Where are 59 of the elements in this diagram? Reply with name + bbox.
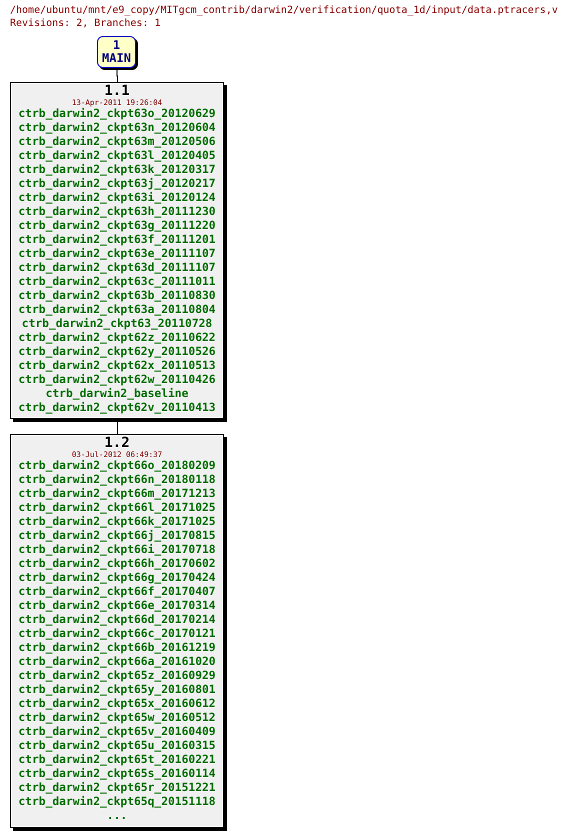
- tag-name: ctrb_darwin2_ckpt63i_20120124: [18, 191, 216, 205]
- tag-name: ctrb_darwin2_ckpt63j_20120217: [18, 177, 216, 191]
- tag-name: ctrb_darwin2_ckpt65x_20160612: [18, 697, 216, 711]
- tag-name: ctrb_darwin2_ckpt63a_20110804: [18, 303, 216, 317]
- tag-name: ctrb_darwin2_ckpt66l_20171025: [18, 501, 216, 515]
- tag-name: ctrb_darwin2_ckpt63d_20111107: [18, 261, 216, 275]
- tag-name: ctrb_darwin2_ckpt62w_20110426: [18, 373, 216, 387]
- tag-name: ctrb_darwin2_ckpt63b_20110830: [18, 289, 216, 303]
- tag-name: ctrb_darwin2_ckpt66j_20170815: [18, 529, 216, 543]
- tag-name: ctrb_darwin2_ckpt66i_20170718: [18, 543, 216, 557]
- tag-name: ctrb_darwin2_ckpt66a_20161020: [18, 655, 216, 669]
- branch-name: MAIN: [102, 52, 131, 65]
- tag-name: ctrb_darwin2_ckpt63n_20120604: [18, 121, 216, 135]
- tag-name: ctrb_darwin2_ckpt66n_20180118: [18, 473, 216, 487]
- tag-name: ctrb_darwin2_ckpt66b_20161219: [18, 641, 216, 655]
- tag-name: ctrb_darwin2_ckpt65r_20151221: [18, 781, 216, 795]
- tag-name: ctrb_darwin2_ckpt66g_20170424: [18, 571, 216, 585]
- tag-name: ctrb_darwin2_ckpt63c_20111011: [18, 275, 216, 289]
- tag-name: ctrb_darwin2_ckpt66c_20170121: [18, 627, 216, 641]
- tag-name: ctrb_darwin2_ckpt65q_20151118: [18, 795, 216, 809]
- tag-name: ctrb_darwin2_ckpt65u_20160315: [18, 739, 216, 753]
- tag-name: ctrb_darwin2_ckpt62z_20110622: [18, 331, 216, 345]
- tag-name: ctrb_darwin2_ckpt65y_20160801: [18, 683, 216, 697]
- tag-name: ctrb_darwin2_ckpt63l_20120405: [18, 149, 216, 163]
- revision-number: 1.1: [104, 85, 130, 98]
- tag-name: ctrb_darwin2_ckpt63m_20120506: [18, 135, 216, 149]
- connector-line: [117, 422, 118, 434]
- tag-name: ctrb_darwin2_ckpt63e_20111107: [18, 247, 216, 261]
- tag-name: ctrb_darwin2_ckpt62v_20110413: [18, 401, 216, 415]
- branch-number: 1: [112, 39, 120, 52]
- tag-name: ctrb_darwin2_baseline: [46, 387, 188, 401]
- tag-name: ctrb_darwin2_ckpt65s_20160114: [18, 767, 216, 781]
- tag-name: ctrb_darwin2_ckpt63o_20120629: [18, 107, 216, 121]
- tag-name: ctrb_darwin2_ckpt63g_20111220: [18, 219, 216, 233]
- revision-box: [10, 434, 224, 828]
- tag-name: ctrb_darwin2_ckpt66o_20180209: [18, 459, 216, 473]
- tag-name: ctrb_darwin2_ckpt65w_20160512: [18, 711, 216, 725]
- tag-name: ctrb_darwin2_ckpt65z_20160929: [18, 669, 216, 683]
- tag-name: ctrb_darwin2_ckpt66f_20170407: [18, 585, 216, 599]
- tag-name: ctrb_darwin2_ckpt66h_20170602: [18, 557, 216, 571]
- revision-box: [10, 82, 224, 419]
- revision-number: 1.2: [104, 437, 130, 450]
- tag-name: ctrb_darwin2_ckpt65t_20160221: [18, 753, 216, 767]
- tag-name: ctrb_darwin2_ckpt62y_20110526: [18, 345, 216, 359]
- tag-name: ctrb_darwin2_ckpt66k_20171025: [18, 515, 216, 529]
- tag-name: ctrb_darwin2_ckpt65v_20160409: [18, 725, 216, 739]
- branch-box: [97, 36, 136, 68]
- tag-name: ctrb_darwin2_ckpt62x_20110513: [18, 359, 216, 373]
- connector-line: [116, 70, 118, 82]
- tag-name: ctrb_darwin2_ckpt63h_20111230: [18, 205, 216, 219]
- tag-name: ctrb_darwin2_ckpt66m_20171213: [18, 487, 216, 501]
- tag-name: ctrb_darwin2_ckpt63_20110728: [22, 317, 212, 331]
- tag-name: ctrb_darwin2_ckpt63f_20111201: [18, 233, 216, 247]
- tag-name: ctrb_darwin2_ckpt63k_20120317: [18, 163, 216, 177]
- revision-summary: Revisions: 2, Branches: 1: [10, 18, 161, 30]
- file-path-title: /home/ubuntu/mnt/e9_copy/MITgcm_contrib/darwin2/verification/quota_1d/input/data.ptracers,v: [10, 5, 558, 17]
- tag-name: ctrb_darwin2_ckpt66d_20170214: [18, 613, 216, 627]
- tag-name: ...: [106, 809, 128, 823]
- tag-name: ctrb_darwin2_ckpt66e_20170314: [18, 599, 216, 613]
